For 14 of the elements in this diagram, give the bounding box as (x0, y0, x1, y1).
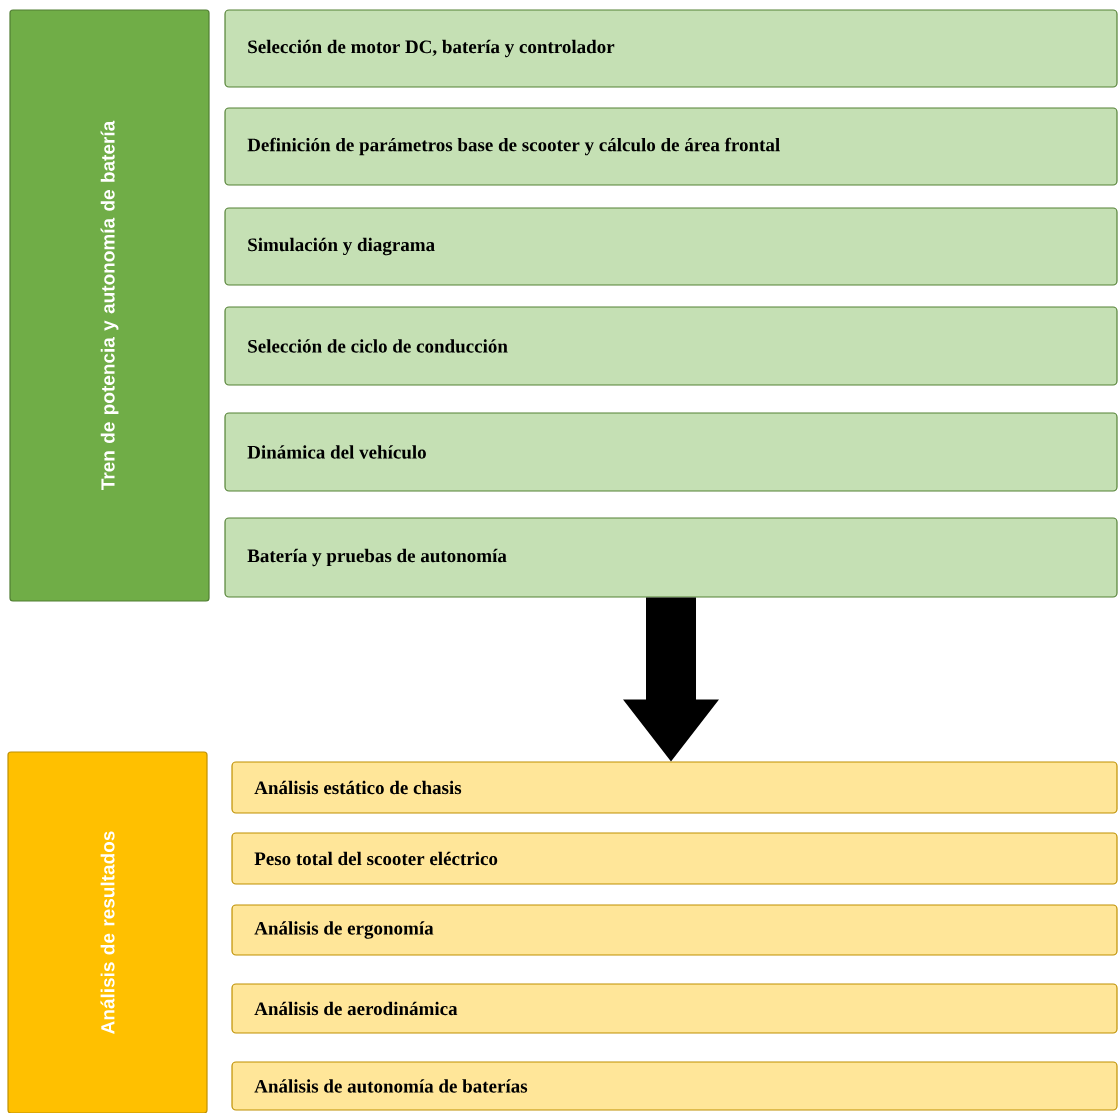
step-box: Dinámica del vehículo (224, 412, 1118, 492)
step-box: Análisis estático de chasis (231, 761, 1118, 814)
step-box: Análisis de aerodinámica (231, 983, 1118, 1034)
step-box: Análisis de autonomía de baterías (231, 1061, 1118, 1111)
block-arrow (623, 597, 719, 762)
vertical-band: Análisis de resultados (7, 751, 208, 1113)
vertical-band: Tren de potencia y autonomía de batería (9, 9, 210, 602)
step-box: Análisis de ergonomía (231, 904, 1118, 956)
step-box: Peso total del scooter eléctrico (231, 832, 1118, 885)
step-box: Batería y pruebas de autonomía (224, 517, 1118, 598)
step-box: Simulación y diagrama (224, 207, 1118, 286)
step-box: Selección de ciclo de conducción (224, 306, 1118, 386)
step-box: Definición de parámetros base de scooter y cálculo de área frontal (224, 107, 1118, 186)
step-box: Selección de motor DC, batería y controlador (224, 9, 1118, 88)
